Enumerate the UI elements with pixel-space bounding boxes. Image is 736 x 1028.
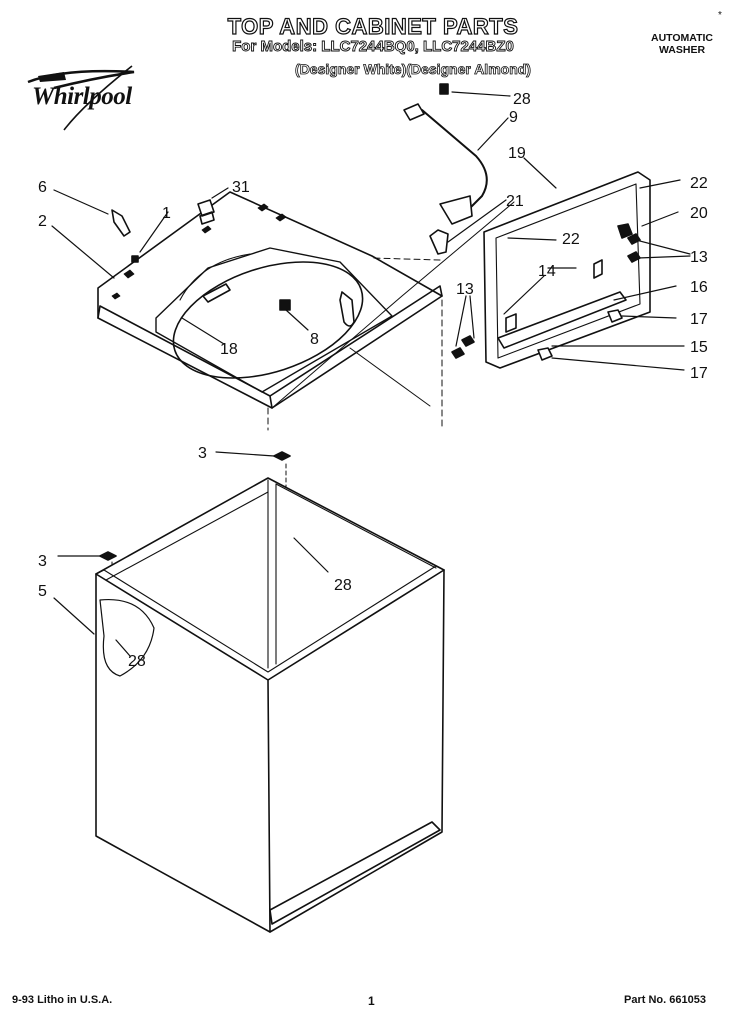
callout-15: 15 [690, 339, 708, 356]
corner-mark: * [718, 10, 722, 21]
callout-22-right: 22 [690, 175, 708, 192]
callout-17-upper: 17 [690, 311, 708, 328]
page-number: 1 [368, 994, 375, 1008]
leader-lines [51, 91, 691, 657]
callout-9-power-cord: 9 [509, 109, 518, 126]
cabinet [95, 477, 445, 933]
callout-5: 5 [38, 583, 47, 600]
callout-2: 2 [38, 213, 47, 230]
callout-28-cabinet: 28 [334, 577, 352, 594]
callout-3-upper: 3 [198, 445, 207, 462]
whirlpool-logo: Whirlpool [32, 83, 132, 110]
callout-21: 21 [506, 193, 524, 210]
callout-1: 1 [162, 205, 171, 222]
console-panel [483, 171, 651, 369]
callout-8: 8 [310, 331, 319, 348]
callout-20: 20 [690, 205, 708, 222]
page-title: TOP AND CABINET PARTS [227, 13, 519, 39]
callout-13-left: 13 [456, 281, 474, 298]
product-type: AUTOMATIC WASHER [650, 32, 714, 56]
litho-note: 9-93 Litho in U.S.A. [12, 994, 113, 1006]
callout-19-console-panel: 19 [508, 145, 526, 162]
model-numbers: For Models: LLC7244BQ0, LLC7244BZ0 [232, 38, 515, 56]
part-number: Part No. 661053 [624, 994, 706, 1006]
whirlpool-logo-swirl [27, 65, 135, 131]
callout-18: 18 [220, 341, 238, 358]
callout-28-lower: 28 [128, 653, 146, 670]
power-cord [403, 83, 488, 225]
callout-labels: 28 9 19 22 20 13 16 17 15 17 14 13 22 21… [38, 91, 708, 670]
callout-6: 6 [38, 179, 47, 196]
callout-28-cord-screw: 28 [513, 91, 531, 108]
callout-31: 31 [232, 179, 250, 196]
callout-16: 16 [690, 279, 708, 296]
washer-top-panel [97, 191, 443, 409]
callout-13-right: 13 [690, 249, 708, 266]
model-variants: (Designer White)(Designer Almond) [295, 61, 532, 78]
callout-22-left: 22 [562, 231, 580, 248]
callout-14: 14 [538, 263, 556, 280]
callout-17-lower: 17 [690, 365, 708, 382]
callout-3-lower: 3 [38, 553, 47, 570]
